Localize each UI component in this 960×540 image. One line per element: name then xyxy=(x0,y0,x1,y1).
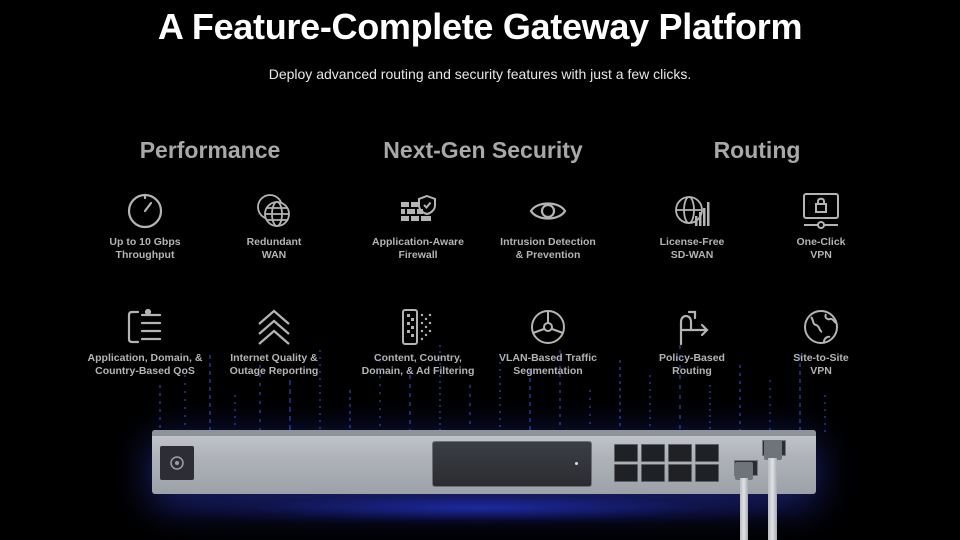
firewall-shield-icon xyxy=(397,190,439,232)
feature-policy-routing: Policy-Based Routing xyxy=(622,306,762,378)
feature-content-filtering: Content, Country, Domain, & Ad Filtering xyxy=(348,306,488,378)
bay-led xyxy=(575,462,578,465)
feature-label: One-Click VPN xyxy=(796,236,846,261)
ethernet-port xyxy=(641,444,665,462)
ethernet-port xyxy=(695,464,719,482)
column-heading-routing: Routing xyxy=(713,137,801,163)
feature-label: Internet Quality & Outage Reporting xyxy=(229,352,319,377)
cable xyxy=(768,458,777,540)
feature-label: Site-to-Site VPN xyxy=(793,352,849,377)
cable-plug xyxy=(735,462,753,480)
ethernet-port xyxy=(668,464,692,482)
segmented-globe-icon xyxy=(527,306,569,348)
device-touch-display xyxy=(160,446,194,480)
earth-icon xyxy=(800,306,842,348)
feature-app-firewall: Application-Aware Firewall xyxy=(348,190,488,262)
gateway-device-image xyxy=(152,430,816,494)
feature-label: Policy-Based Routing xyxy=(659,352,725,377)
feature-intrusion-detection: Intrusion Detection & Prevention xyxy=(478,190,618,262)
device-glow xyxy=(120,488,840,528)
filter-grid-icon xyxy=(397,306,439,348)
chevrons-up-icon xyxy=(253,306,295,348)
cable xyxy=(740,478,748,540)
ethernet-port xyxy=(668,444,692,462)
feature-sd-wan: License-Free SD-WAN xyxy=(622,190,762,262)
data-stream-decoration xyxy=(159,345,826,435)
feature-site-to-site-vpn: Site-to-Site VPN xyxy=(751,306,891,378)
feature-one-click-vpn: One-Click VPN xyxy=(751,190,891,262)
feature-label: Application-Aware Firewall xyxy=(372,236,464,261)
ethernet-port xyxy=(641,464,665,482)
cable-plug xyxy=(764,440,782,460)
drive-bay xyxy=(432,441,592,487)
feature-label: Application, Domain, & Country-Based QoS xyxy=(87,352,203,377)
column-heading-security: Next-Gen Security xyxy=(383,137,583,163)
feature-label: Redundant WAN xyxy=(246,236,302,261)
speedometer-icon xyxy=(124,190,166,232)
redundant-globe-icon xyxy=(253,190,295,232)
page-subtitle: Deploy advanced routing and security fea… xyxy=(268,66,692,82)
device-top-edge xyxy=(152,430,816,436)
ethernet-port xyxy=(695,444,719,462)
feature-qos: Application, Domain, & Country-Based QoS xyxy=(75,306,215,378)
monitor-lock-icon xyxy=(800,190,842,232)
feature-internet-quality: Internet Quality & Outage Reporting xyxy=(204,306,344,378)
ethernet-port xyxy=(614,464,638,482)
feature-label: Up to 10 Gbps Throughput xyxy=(109,236,181,261)
feature-throughput: Up to 10 Gbps Throughput xyxy=(75,190,215,262)
feature-label: Content, Country, Domain, & Ad Filtering xyxy=(361,352,475,377)
policy-route-icon xyxy=(671,306,713,348)
page-title: A Feature-Complete Gateway Platform xyxy=(157,6,803,47)
feature-redundant-wan: Redundant WAN xyxy=(204,190,344,262)
qos-list-icon xyxy=(124,306,166,348)
feature-label: Intrusion Detection & Prevention xyxy=(500,236,596,261)
globe-signal-icon xyxy=(671,190,713,232)
feature-label: VLAN-Based Traffic Segmentation xyxy=(498,352,598,377)
ethernet-port xyxy=(614,444,638,462)
ethernet-ports xyxy=(614,442,724,484)
eye-icon xyxy=(527,190,569,232)
feature-vlan-segmentation: VLAN-Based Traffic Segmentation xyxy=(478,306,618,378)
feature-label: License-Free SD-WAN xyxy=(659,236,725,261)
column-heading-performance: Performance xyxy=(139,137,281,163)
